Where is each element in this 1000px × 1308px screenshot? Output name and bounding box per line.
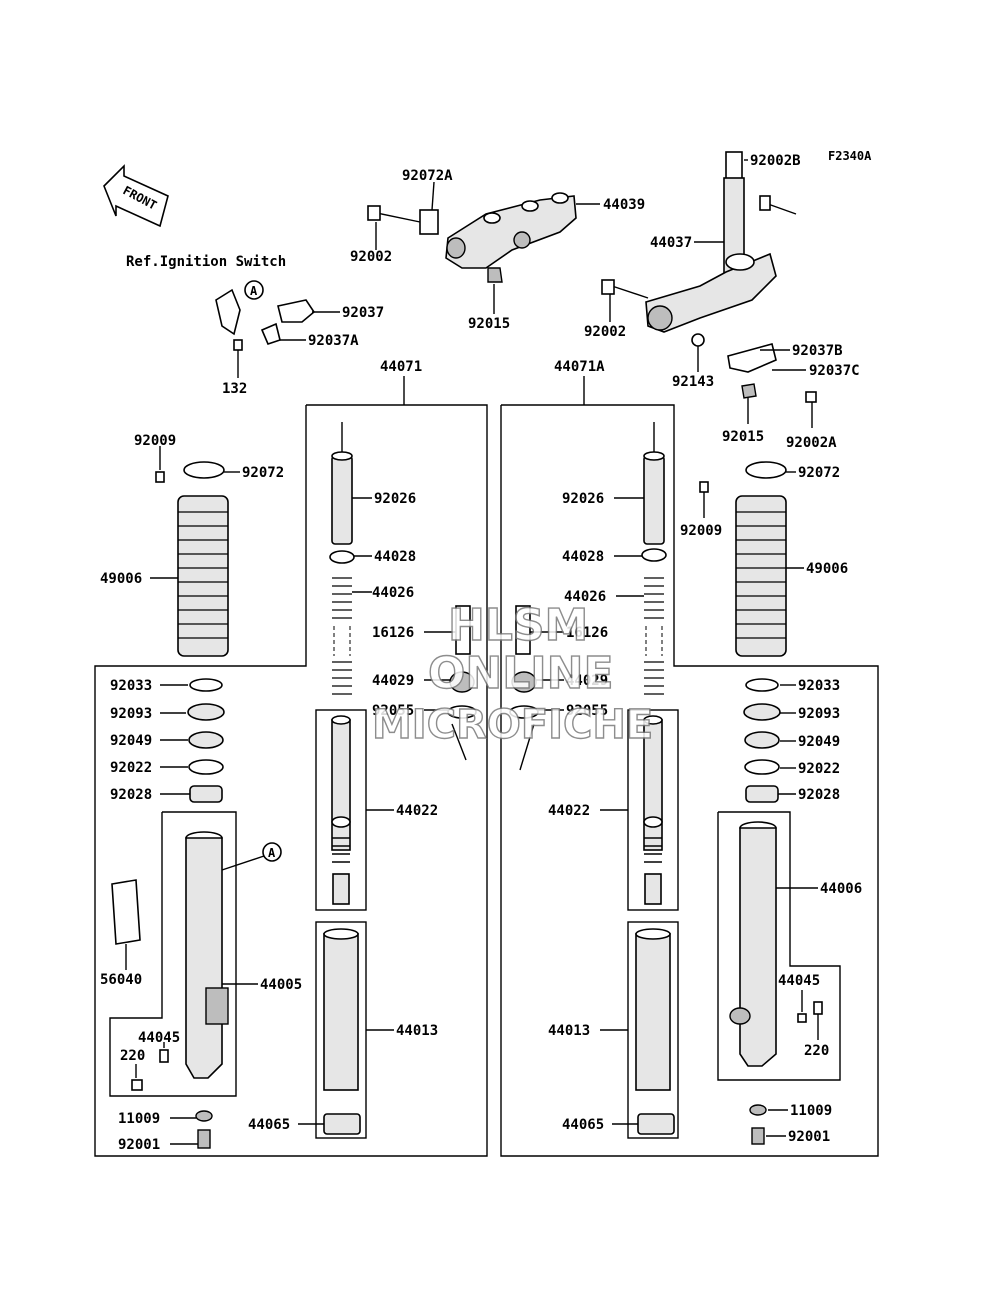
label-44039: 44039 — [603, 197, 645, 213]
label-92037B: 92037B — [792, 343, 843, 359]
label-92033-right: 92033 — [798, 678, 840, 694]
label-92049-right: 92049 — [798, 734, 840, 750]
label-49006-right: 49006 — [806, 561, 848, 577]
ref-marker-a-left: A — [268, 846, 276, 860]
label-44065-right: 44065 — [562, 1117, 604, 1133]
label-44028-right: 44028 — [562, 549, 604, 565]
ignition-bracket-illustration: A — [215, 280, 316, 351]
label-92055-left: 92055 — [372, 703, 414, 719]
label-92037A: 92037A — [308, 333, 359, 349]
left-seal-stack — [187, 678, 225, 803]
label-44045-left: 44045 — [138, 1030, 180, 1046]
watermark-line-1: HLSM — [448, 600, 588, 651]
label-16126-right: 16126 — [566, 625, 608, 641]
label-92049-left: 92049 — [110, 733, 152, 749]
label-220-left: 220 — [120, 1048, 145, 1064]
right-boot-parts — [699, 461, 787, 657]
label-44065-left: 44065 — [248, 1117, 290, 1133]
label-92072-right: 92072 — [798, 465, 840, 481]
label-92002A: 92002A — [786, 435, 837, 451]
label-92143: 92143 — [672, 374, 714, 390]
label-92037: 92037 — [342, 305, 384, 321]
label-44022-right: 44022 — [548, 803, 590, 819]
outer-tube-box-left — [109, 811, 237, 1097]
label-44028-left: 44028 — [374, 549, 416, 565]
right-outer-tube — [729, 821, 823, 1145]
left-outer-tube: A — [111, 831, 282, 1149]
label-92072-left: 92072 — [242, 465, 284, 481]
label-11009-right: 11009 — [790, 1103, 832, 1119]
label-92026-left: 92026 — [374, 491, 416, 507]
right-seal-stack — [743, 678, 781, 803]
label-56040: 56040 — [100, 972, 142, 988]
label-44037: 44037 — [650, 235, 692, 251]
label-92002-left: 92002 — [350, 249, 392, 265]
label-92033-left: 92033 — [110, 678, 152, 694]
label-44045-right: 44045 — [778, 973, 820, 989]
label-92093-left: 92093 — [110, 706, 152, 722]
ref-marker-a-top: A — [250, 284, 258, 298]
label-16126-left: 16126 — [372, 625, 414, 641]
label-92001-right: 92001 — [788, 1129, 830, 1145]
label-44026-right: 44026 — [564, 589, 606, 605]
label-92093-right: 92093 — [798, 706, 840, 722]
label-44029-right: 44029 — [566, 673, 608, 689]
label-92009-right: 92009 — [680, 523, 722, 539]
label-44026-left: 44026 — [372, 585, 414, 601]
right-inner-parts — [509, 422, 675, 1135]
label-44029-left: 44029 — [372, 673, 414, 689]
label-92055-right: 92055 — [566, 703, 608, 719]
label-44013-left: 44013 — [396, 1023, 438, 1039]
watermark-line-2: ONLINE — [428, 648, 614, 699]
label-92009-left: 92009 — [134, 433, 176, 449]
label-92002-right: 92002 — [584, 324, 626, 340]
label-92015-left: 92015 — [468, 316, 510, 332]
label-92001-left: 92001 — [118, 1137, 160, 1153]
label-49006-left: 49006 — [100, 571, 142, 587]
label-92002B: 92002B — [750, 153, 801, 169]
watermark: HLSM ONLINE MICROFICHE — [371, 599, 654, 748]
label-92022-right: 92022 — [798, 761, 840, 777]
left-boot-parts — [155, 461, 229, 657]
assembly-label-left: 44071 — [380, 359, 422, 375]
label-92022-left: 92022 — [110, 760, 152, 776]
label-92015-right: 92015 — [722, 429, 764, 445]
label-220-right: 220 — [804, 1043, 829, 1059]
label-92072A: 92072A — [402, 168, 453, 184]
assembly-label-right: 44071A — [554, 359, 605, 375]
label-44005: 44005 — [260, 977, 302, 993]
watermark-line-3: MICROFICHE — [372, 702, 653, 748]
left-inner-parts — [323, 422, 477, 1135]
assembly-box-right — [500, 404, 879, 1157]
outer-tube-box-right — [717, 811, 841, 1081]
label-92026-right: 92026 — [562, 491, 604, 507]
label-92028-left: 92028 — [110, 787, 152, 803]
front-arrow-icon: FRONT — [103, 164, 169, 228]
steering-stem-illustration — [601, 151, 817, 403]
label-44022-left: 44022 — [396, 803, 438, 819]
upper-bracket-illustration — [367, 192, 577, 283]
ref-ignition-switch-text: Ref.Ignition Switch — [126, 254, 286, 270]
label-92037C: 92037C — [809, 363, 860, 379]
assembly-box-left — [94, 404, 488, 1157]
label-132: 132 — [222, 381, 247, 397]
label-92028-right: 92028 — [798, 787, 840, 803]
figure-code: F2340A — [828, 149, 872, 163]
label-11009-left: 11009 — [118, 1111, 160, 1127]
label-44013-right: 44013 — [548, 1023, 590, 1039]
label-44006: 44006 — [820, 881, 862, 897]
